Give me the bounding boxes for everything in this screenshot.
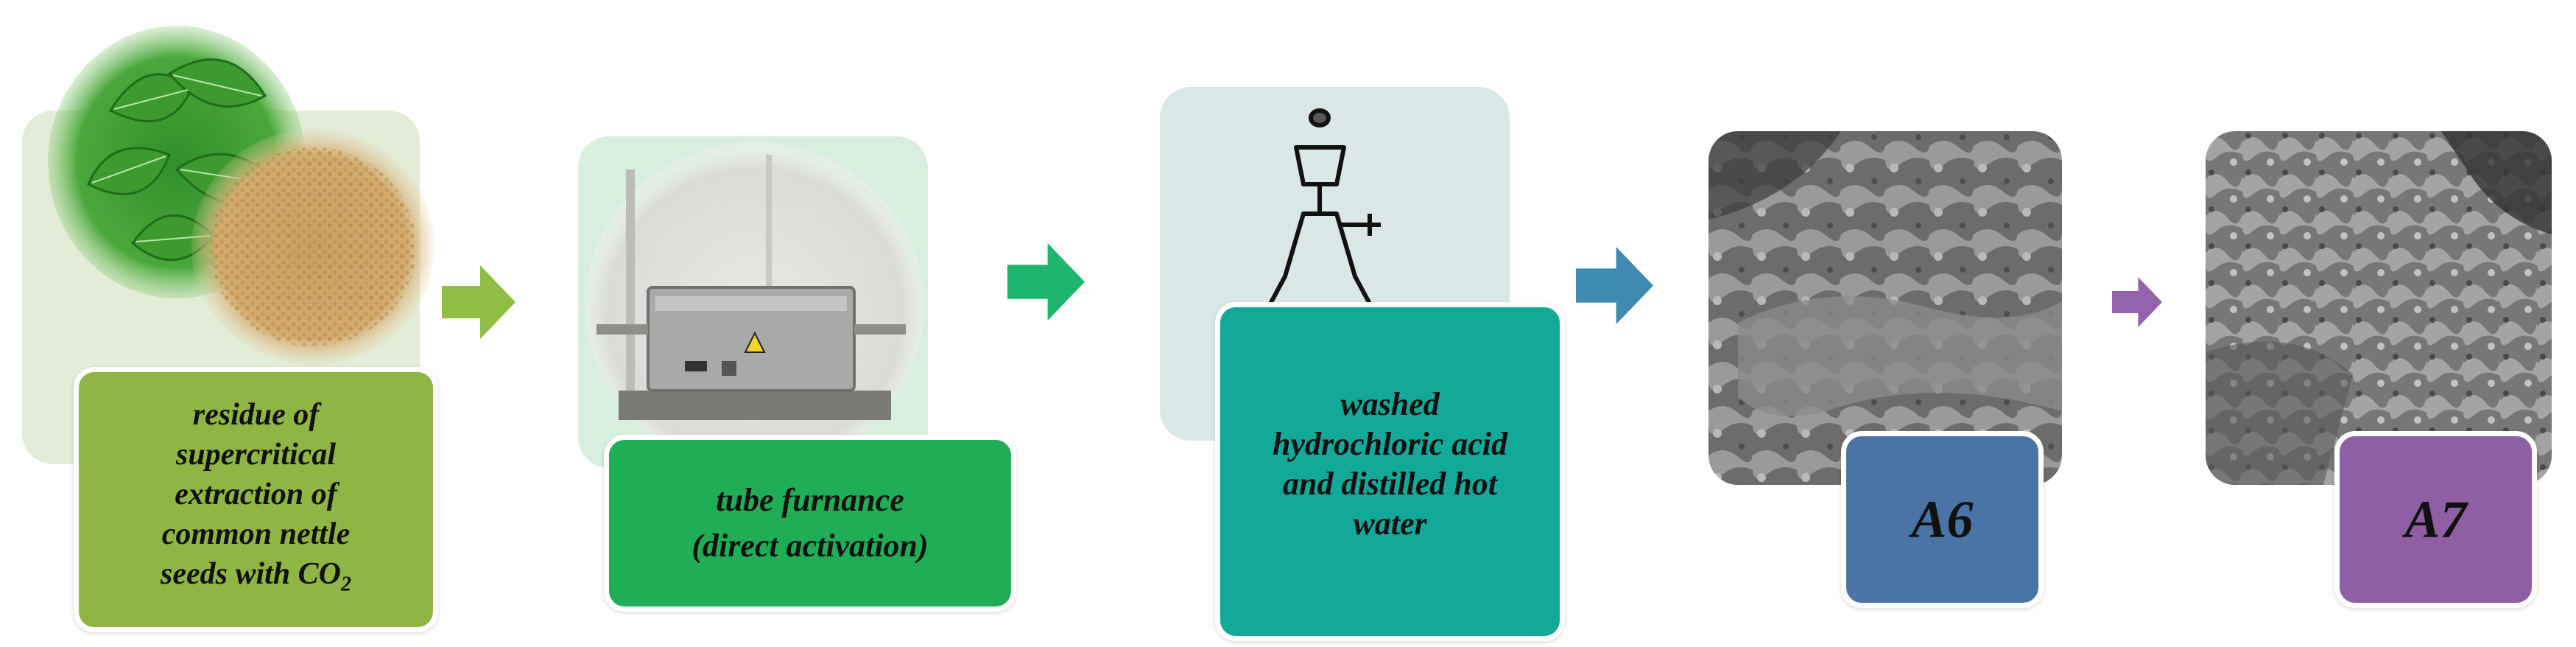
step2-label-box: tube furnance (direct activation) <box>604 435 1016 612</box>
step2-line-1: tube furnance <box>716 482 904 518</box>
step3-line-4: water <box>1353 506 1427 542</box>
step4-label-box: A6 <box>1841 431 2044 608</box>
seeds-image <box>191 129 434 365</box>
tube-furnace-photo <box>585 142 924 469</box>
step3-line-3: and distilled hot <box>1283 466 1497 502</box>
a6-label: A6 <box>1911 489 1974 549</box>
step2-line-2: (direct activation) <box>691 528 929 564</box>
arrow-3-icon <box>1576 247 1653 324</box>
arrow-1-icon <box>442 265 515 339</box>
step1-label-box: residue of supercritical extraction of c… <box>74 367 438 632</box>
sem-image-a6 <box>1708 131 2062 485</box>
a7-label: A7 <box>2404 489 2467 549</box>
step5-label-box: A7 <box>2334 431 2537 608</box>
step1-line-1: residue of <box>192 397 320 432</box>
arrow-4-icon <box>2112 277 2162 327</box>
step3-line-2: hydrochloric acid <box>1273 426 1507 462</box>
step1-line-5: seeds with CO2 <box>161 554 351 604</box>
step1-line-2: supercritical <box>176 437 336 472</box>
sem-image-a7 <box>2206 131 2552 485</box>
step3-line-1: washed <box>1340 386 1440 422</box>
step1-line-3: extraction of <box>175 477 337 511</box>
arrow-2-icon <box>1007 243 1085 321</box>
co2-subscript: 2 <box>341 573 352 596</box>
step3-label-box: washed hydrochloric acid and distilled h… <box>1215 302 1565 641</box>
step1-line-5-text: seeds with CO <box>160 556 342 591</box>
step1-line-4: common nettle <box>161 517 351 551</box>
